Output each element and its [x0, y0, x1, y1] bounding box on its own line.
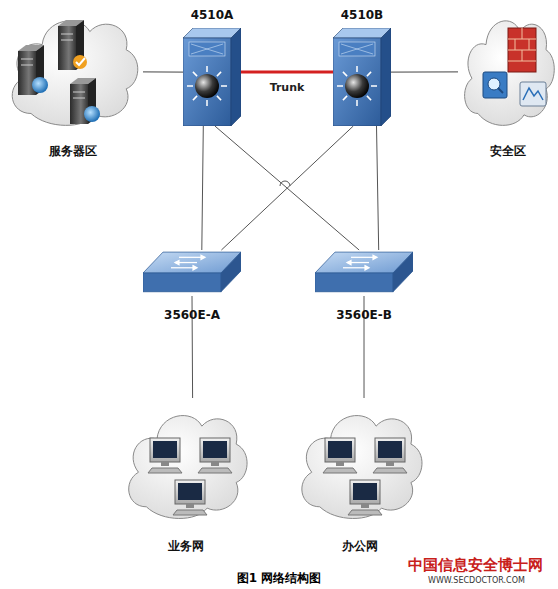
- node-label: 办公网: [233, 538, 487, 555]
- cloud-outline: [3, 3, 143, 133]
- figure-caption: 图1 网络结构图: [237, 570, 322, 587]
- chassis-shape: [183, 28, 241, 126]
- node-label: 业务网: [60, 538, 312, 555]
- node-label: 4510B: [273, 8, 451, 22]
- link-line: [202, 126, 204, 250]
- link-line: [377, 126, 379, 250]
- line-hop: [280, 181, 290, 186]
- access-switch: 3560E-A: [143, 250, 241, 296]
- node-label: 服务器区: [0, 143, 203, 160]
- watermark-url: WWW.SECDOCTOR.COM: [428, 576, 525, 585]
- cloud-outline: [120, 398, 252, 526]
- link-label: Trunk: [270, 81, 305, 94]
- link-line: [391, 71, 458, 72]
- node-label: 安全区: [398, 143, 558, 160]
- link-line: [241, 72, 333, 73]
- network-cloud: 办公网: [293, 398, 427, 526]
- link-line: [221, 126, 353, 250]
- switch-shape: [143, 250, 241, 296]
- link-line: [215, 126, 359, 250]
- access-switch: 3560E-B: [315, 250, 413, 296]
- core-switch: 4510B: [333, 28, 391, 126]
- chassis-shape: [333, 28, 391, 126]
- watermark: 中国信息安全博士网: [408, 556, 543, 575]
- core-switch: 4510A: [183, 28, 241, 126]
- security-zone-cloud: 安全区: [458, 3, 558, 133]
- cloud-outline: [458, 3, 558, 133]
- node-label: 3560E-A: [83, 308, 301, 322]
- network-cloud: 业务网: [120, 398, 252, 526]
- switch-shape: [315, 250, 413, 296]
- link-line: [143, 71, 183, 72]
- node-label: 4510A: [123, 8, 301, 22]
- node-label: 3560E-B: [255, 308, 473, 322]
- server-zone-cloud: 服务器区: [3, 3, 143, 133]
- cloud-outline: [293, 398, 427, 526]
